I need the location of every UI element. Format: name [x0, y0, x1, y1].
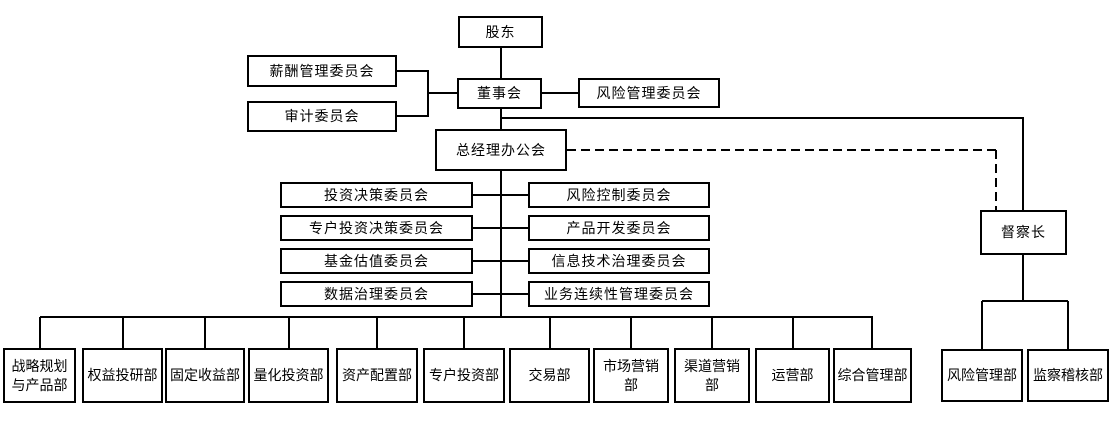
node-label: 专户投资部 [429, 367, 499, 384]
node-business-continuity-committee: 业务连续性管理委员会 [528, 281, 710, 307]
node-dept-risk-management: 风险管理部 [941, 349, 1023, 402]
node-label: 监察稽核部 [1033, 367, 1103, 384]
node-data-governance-committee: 数据治理委员会 [280, 281, 473, 307]
node-label: 固定收益部 [170, 367, 240, 384]
node-label: 市场营销部 [603, 357, 659, 393]
node-label: 运营部 [771, 367, 814, 384]
node-chief-inspector: 督察长 [980, 210, 1067, 255]
node-label: 数据治理委员会 [324, 285, 429, 302]
node-label: 风险控制委员会 [566, 186, 672, 203]
node-dept-asset-allocation: 资产配置部 [336, 348, 418, 403]
node-label: 投资决策委员会 [324, 186, 429, 203]
node-label: 督察长 [1001, 224, 1046, 241]
node-dept-audit-inspection: 监察稽核部 [1027, 349, 1109, 402]
node-investment-decision-committee: 投资决策委员会 [280, 182, 473, 208]
solid-connectors [39, 48, 1069, 349]
node-dept-quant-investment: 量化投资部 [248, 348, 329, 403]
node-board: 董事会 [457, 78, 542, 109]
node-label: 产品开发委员会 [566, 219, 672, 236]
node-dept-channel-marketing: 渠道营销部 [674, 348, 750, 403]
node-label: 基金估值委员会 [324, 252, 429, 269]
node-label: 风险管理部 [947, 367, 1017, 384]
node-dept-client-investment: 专户投资部 [423, 348, 505, 403]
node-label: 综合管理部 [837, 367, 908, 384]
dashed-connectors: chief inspector --> [567, 149, 997, 210]
node-it-governance-committee: 信息技术治理委员会 [528, 248, 710, 274]
node-dept-fixed-income: 固定收益部 [165, 348, 245, 403]
node-label: 薪酬管理委员会 [269, 62, 375, 79]
node-label: 风险管理委员会 [596, 84, 702, 101]
node-audit-committee: 审计委员会 [247, 101, 397, 132]
node-gm-office: 总经理办公会 [435, 129, 567, 171]
node-dept-operations: 运营部 [755, 348, 830, 403]
node-label: 董事会 [477, 85, 522, 102]
node-label: 交易部 [528, 367, 571, 384]
node-dept-strategy-product: 战略规划与产品部 [3, 348, 76, 403]
node-client-investment-decision-committee: 专户投资决策委员会 [280, 215, 473, 241]
node-label: 信息技术治理委员会 [551, 252, 687, 269]
node-fund-valuation-committee: 基金估值委员会 [280, 248, 473, 274]
node-label: 战略规划与产品部 [11, 357, 68, 393]
node-label: 专户投资决策委员会 [309, 219, 444, 236]
node-compensation-committee: 薪酬管理委员会 [247, 55, 397, 87]
node-dept-trading: 交易部 [509, 348, 590, 403]
node-label: 权益投研部 [87, 367, 158, 384]
node-label: 渠道营销部 [684, 357, 740, 393]
node-product-development-committee: 产品开发委员会 [528, 215, 710, 241]
node-dept-marketing: 市场营销部 [593, 348, 669, 403]
node-dept-equity-research: 权益投研部 [82, 348, 163, 403]
node-label: 资产配置部 [342, 367, 412, 384]
node-label: 股东 [485, 23, 516, 40]
node-label: 量化投资部 [253, 367, 324, 384]
node-dept-general-admin: 综合管理部 [833, 348, 912, 403]
node-label: 总经理办公会 [456, 141, 546, 158]
node-shareholders: 股东 [458, 16, 543, 48]
node-risk-management-committee: 风险管理委员会 [578, 78, 720, 108]
node-label: 审计委员会 [284, 108, 360, 125]
node-risk-control-committee: 风险控制委员会 [528, 182, 710, 208]
node-label: 业务连续性管理委员会 [544, 285, 694, 302]
